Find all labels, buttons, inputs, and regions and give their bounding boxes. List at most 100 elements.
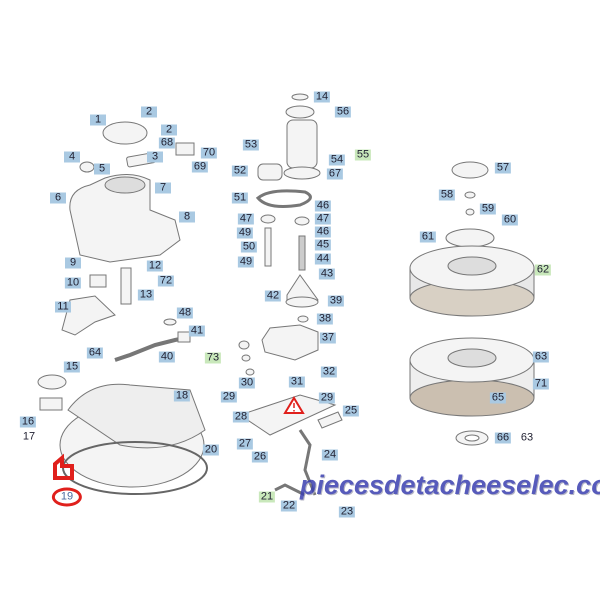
gear-39: [285, 296, 319, 308]
part-label: 45: [314, 238, 332, 251]
part-label: 11: [55, 301, 71, 313]
part-label: 71: [532, 377, 550, 390]
washer-73b: [241, 354, 251, 362]
part-label: 32: [320, 365, 338, 378]
cover-lid: [102, 121, 148, 145]
part-label: 55: [354, 148, 372, 161]
part-label: 14: [313, 90, 331, 103]
upper-housing: [69, 174, 181, 263]
part-label: 67: [326, 167, 344, 180]
part-label: 73: [204, 351, 222, 364]
bracket-25: [317, 411, 343, 429]
part-label: 50: [240, 240, 258, 253]
pad-71: [409, 379, 535, 417]
part-label: 27: [236, 437, 254, 450]
part-label: 6: [50, 192, 66, 204]
drive-plate-61: [445, 228, 495, 248]
brush-gear-57: [451, 161, 489, 179]
part-label: 52: [231, 164, 249, 177]
lower-housing-top: [67, 383, 206, 449]
part-label: 30: [238, 376, 256, 389]
part-label: 72: [157, 274, 175, 287]
part-label: 65: [489, 391, 507, 404]
watermark: piecesdetacheeselec.com: [300, 470, 600, 500]
part-label: 61: [419, 230, 437, 243]
shaft-50: [264, 227, 272, 267]
part-label: 5: [94, 163, 110, 175]
part-label: 59: [479, 202, 497, 215]
part-label: 29: [318, 391, 336, 404]
part-label: 39: [327, 294, 345, 307]
motor-base-67: [283, 166, 321, 180]
part-label: 31: [288, 375, 306, 388]
brush-62-hub: [447, 256, 497, 276]
part-label: 1: [90, 114, 106, 126]
part-label: 63: [520, 431, 534, 444]
part-label: 37: [319, 331, 337, 344]
part-label: 25: [342, 404, 360, 417]
part-label: 53: [242, 138, 260, 151]
part-label: 2: [161, 124, 177, 136]
washer-73c: [245, 368, 255, 376]
mount-11: [61, 295, 116, 336]
housing-opening: [104, 176, 146, 194]
part-label: 7: [155, 182, 171, 194]
part-label: 38: [316, 312, 334, 325]
part-label: 42: [264, 289, 282, 302]
pedal-21: [274, 483, 306, 497]
part-label: 18: [173, 389, 191, 402]
shaft-44: [298, 235, 306, 271]
part-label: 49: [236, 226, 254, 239]
part-label: 40: [158, 350, 176, 363]
chassis-plate: [238, 394, 337, 436]
disc-15: [37, 374, 67, 390]
cap-48: [163, 318, 177, 326]
part-label: 64: [86, 346, 104, 359]
part-label: 15: [63, 360, 81, 373]
part-label: 22: [280, 499, 298, 512]
pad-holder-hub: [447, 348, 497, 368]
part-label: 13: [137, 288, 155, 301]
part-label: 48: [176, 306, 194, 319]
nut-58: [464, 191, 476, 199]
knob: [79, 161, 95, 173]
bracket-10: [89, 274, 107, 288]
part-label: 49: [237, 255, 255, 268]
motor-55: [286, 119, 318, 169]
part-label: 17: [22, 430, 36, 443]
part-label: 62: [534, 263, 552, 276]
belt-51: [255, 189, 312, 208]
part-label: 28: [232, 410, 250, 423]
part-label-highlighted: 19: [51, 487, 83, 507]
red-marker: [53, 453, 74, 480]
part-label: 10: [64, 276, 82, 289]
part-label: 66: [494, 431, 512, 444]
part-label: 47: [314, 212, 332, 225]
part-label: 70: [200, 146, 218, 159]
fan-56: [285, 105, 315, 119]
part-label: 2: [141, 106, 157, 118]
part-label: 3: [147, 151, 163, 163]
part-label: 29: [220, 390, 238, 403]
part-label: 41: [188, 324, 206, 337]
pulley-52: [257, 163, 283, 181]
centre-lock-hole: [464, 434, 480, 442]
bearing-14: [291, 93, 309, 101]
gear-47b: [294, 216, 310, 226]
part-label: 56: [334, 105, 352, 118]
part-label: 47: [237, 212, 255, 225]
part-label: 46: [314, 199, 332, 212]
part-label: 12: [146, 259, 164, 272]
part-label: 69: [191, 160, 209, 173]
connector-41: [177, 331, 191, 343]
part-label: 68: [158, 136, 176, 149]
part-label: 9: [65, 257, 81, 269]
part-label: 43: [318, 267, 336, 280]
bearing-38: [297, 315, 309, 323]
part-label: 60: [501, 213, 519, 226]
part-label: 58: [438, 188, 456, 201]
part-label: 4: [64, 151, 80, 163]
part-label: 23: [338, 505, 356, 518]
